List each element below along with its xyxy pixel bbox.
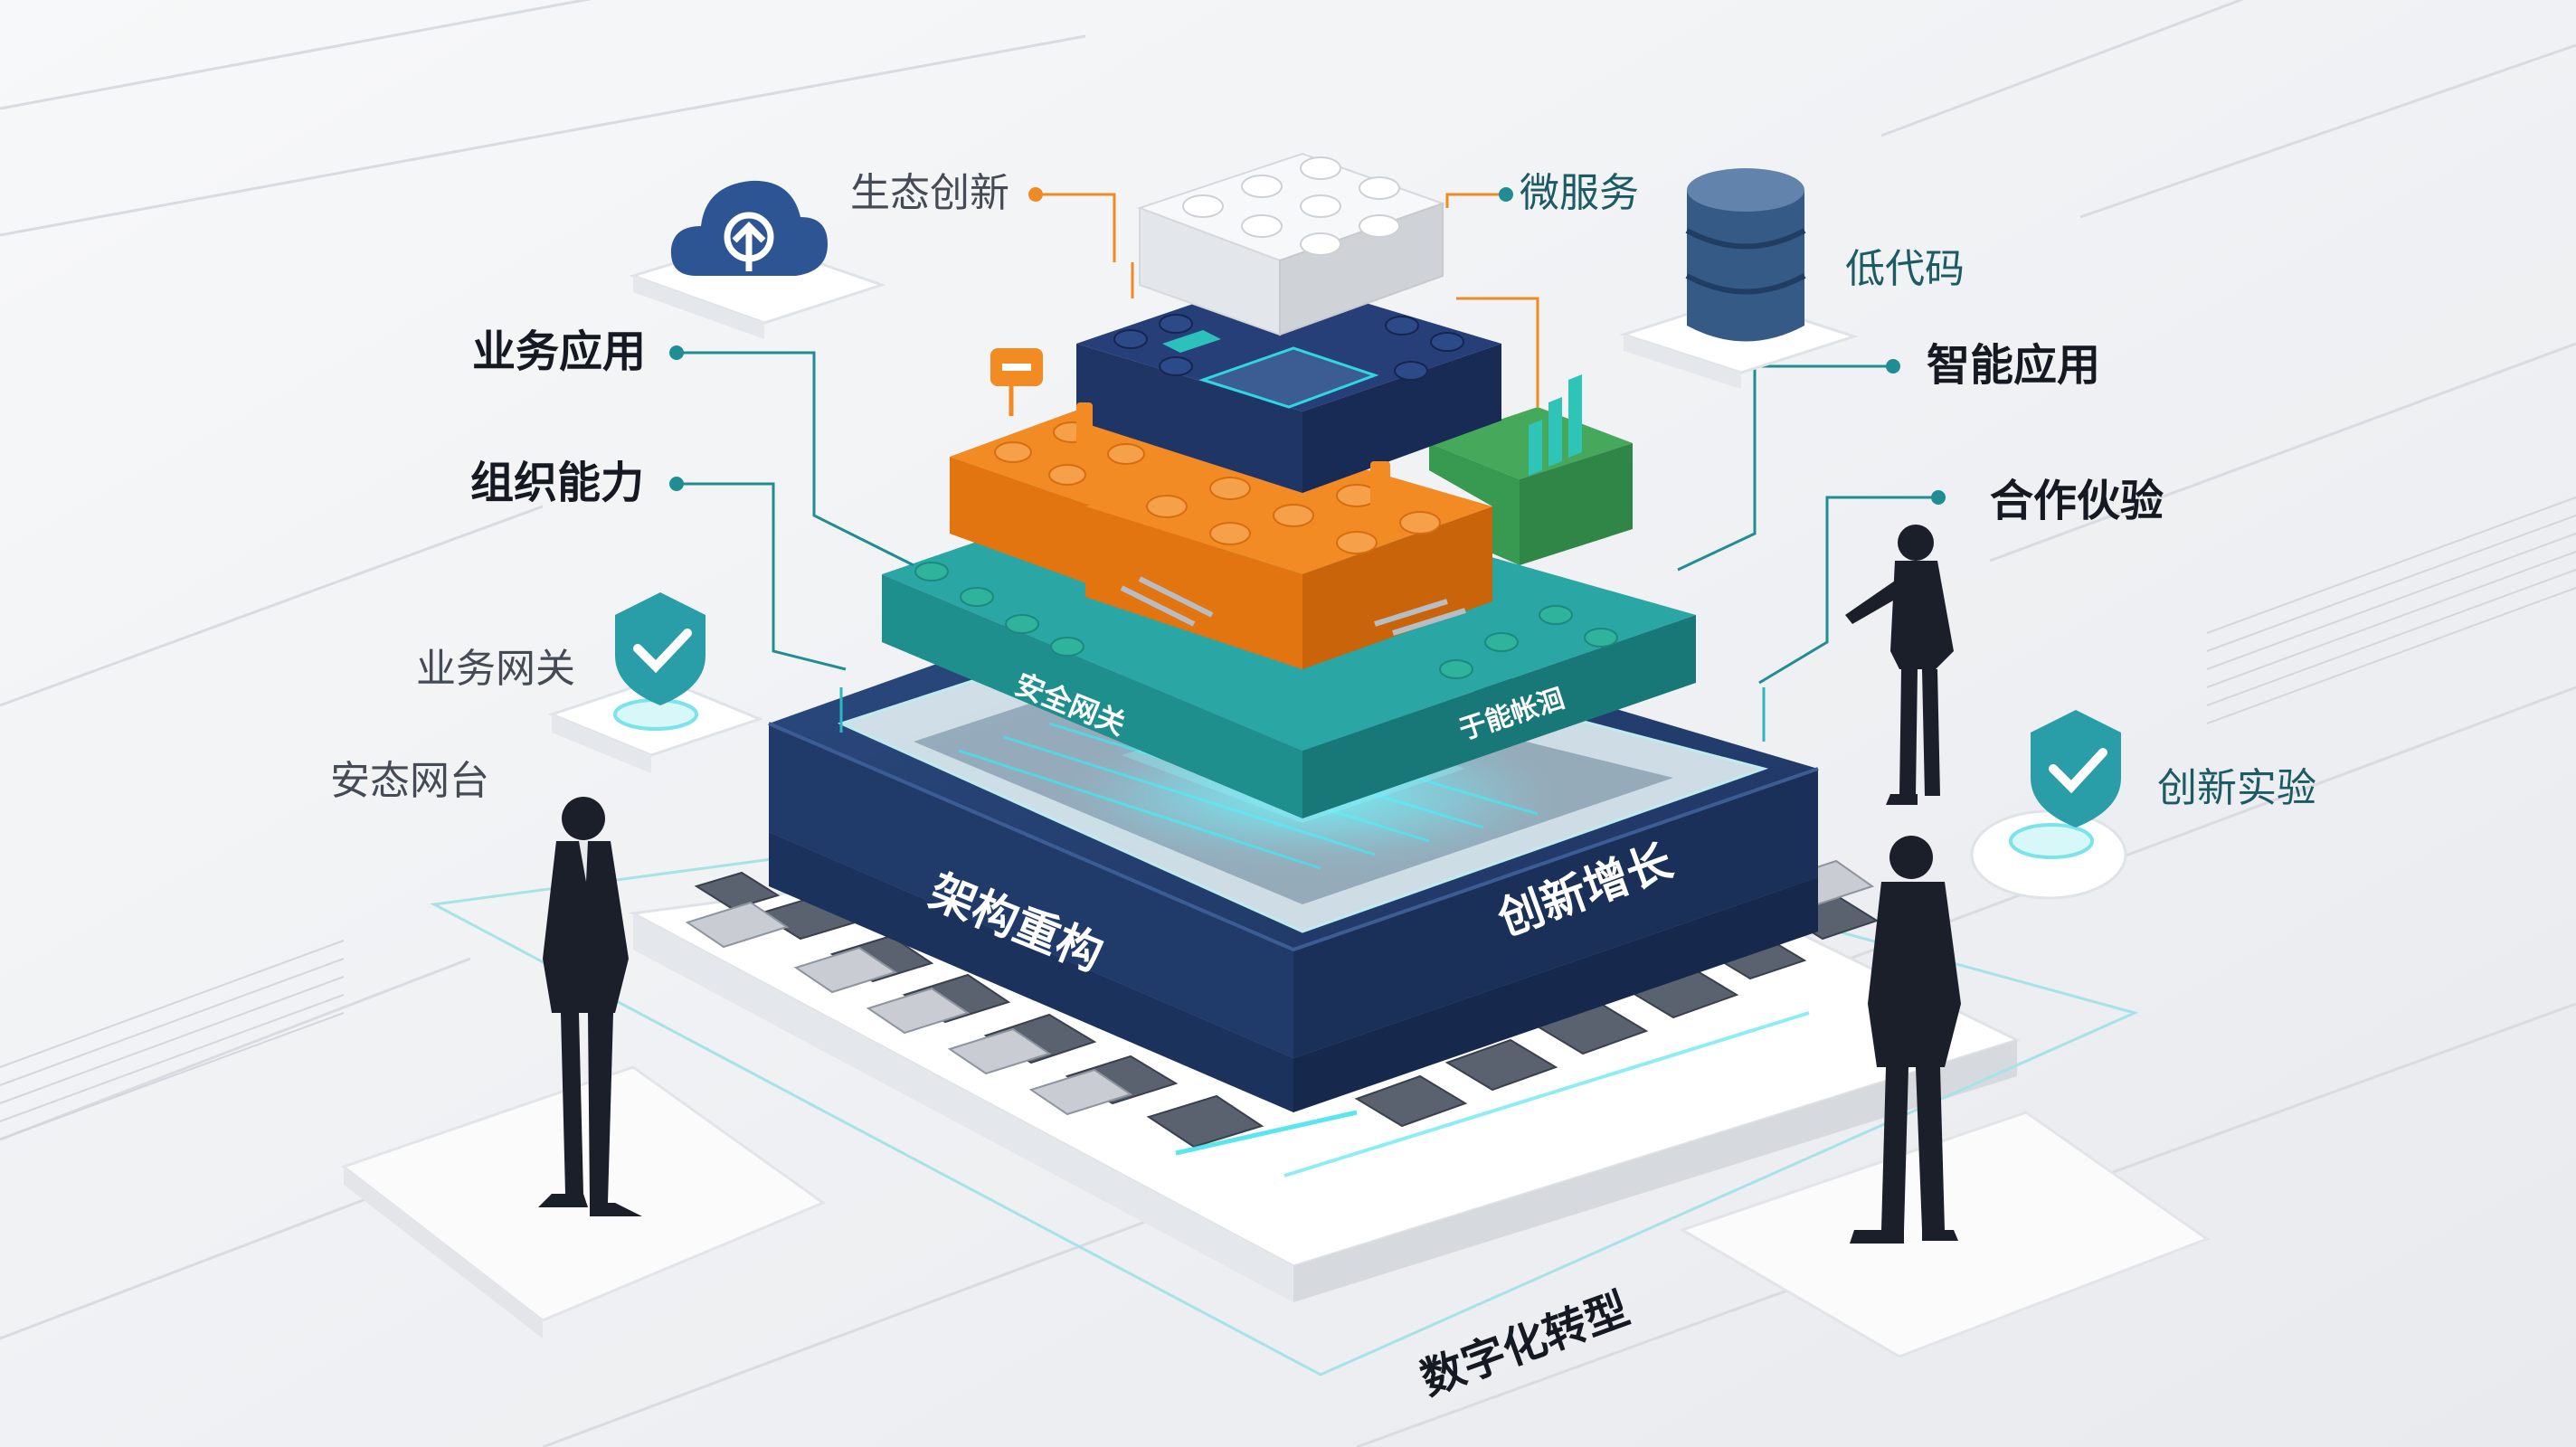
- label-innovation-lab: 创新实验: [2157, 765, 2316, 811]
- shield-check-icon-left: [547, 592, 764, 773]
- label-smart-apps: 智能应用: [1927, 340, 2101, 391]
- connector-lines: [678, 193, 1936, 742]
- navy-upper-block: [1076, 276, 1501, 493]
- cloud-upload-icon: [629, 180, 886, 339]
- connector-dots: [669, 187, 1946, 505]
- label-low-code: 低代码: [1845, 246, 1965, 292]
- shield-check-icon-right: [1970, 710, 2127, 900]
- label-business-gateway: 业务网关: [416, 646, 575, 692]
- person-right-front: [1850, 836, 1961, 1244]
- database-icon: [1619, 168, 1859, 389]
- circuit-chips: [685, 859, 1880, 1177]
- label-partner-experience: 合作伙验: [1990, 476, 2164, 526]
- label-ecosystem-innovation: 生态创新: [850, 170, 1009, 216]
- green-block: [1429, 374, 1633, 565]
- label-microservices: 微服务: [1520, 170, 1639, 216]
- label-business-apps: 业务应用: [472, 326, 647, 377]
- orange-flag-icon: [990, 348, 1390, 515]
- label-org-capability: 组织能力: [470, 458, 645, 508]
- white-lego-block: [1137, 152, 1446, 336]
- label-secure-platform: 安态网台: [330, 758, 489, 804]
- teal-studs: [914, 562, 1618, 679]
- floor-hatch-left: [0, 940, 345, 1140]
- bar-chart-icon: [1529, 374, 1582, 476]
- person-right-back: [1845, 525, 1954, 805]
- floor-hatch-right: [2206, 497, 2576, 724]
- person-left: [538, 797, 642, 1216]
